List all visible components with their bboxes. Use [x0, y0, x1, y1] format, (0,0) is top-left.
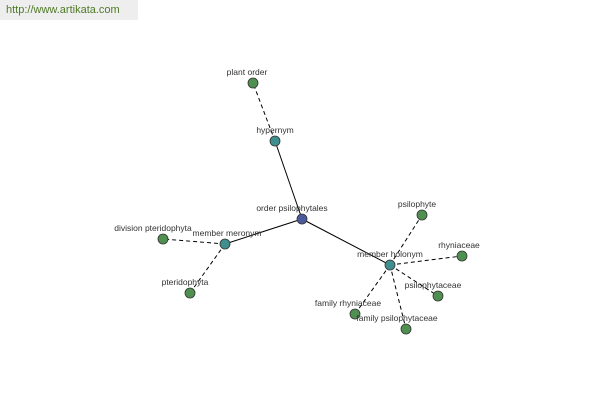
edge-hypernym-to-plant-order — [252, 82, 276, 142]
node-pteridophyta[interactable] — [184, 287, 196, 299]
edge-holonym-to-family-rhyniaceae — [354, 264, 391, 315]
labels-layer: order psilophytales hypernym member merony… — [114, 67, 480, 323]
edge-center-to-hypernym — [274, 140, 303, 220]
node-family-rhyniaceae[interactable] — [349, 308, 361, 320]
edge-center-to-holonym — [301, 218, 391, 266]
node-label-division-pteridophyta: division pteridophyta — [114, 223, 192, 233]
node-holonym[interactable] — [384, 259, 396, 271]
node-label-family-rhyniaceae: family rhyniaceae — [315, 298, 381, 308]
edge-holonym-to-psilophyte — [389, 214, 423, 266]
node-psilophytaceae[interactable] — [432, 290, 444, 302]
node-label-meronym: member meronym — [193, 228, 262, 238]
node-psilophyte[interactable] — [416, 209, 428, 221]
node-label-family-psilophytaceae: family psilophytaceae — [356, 313, 438, 323]
watermark-url: http://www.artikata.com — [0, 0, 138, 20]
nodes-layer — [157, 77, 468, 335]
edge-holonym-to-psilophytaceae — [389, 264, 439, 297]
node-label-hypernym: hypernym — [256, 125, 293, 135]
node-hypernym[interactable] — [269, 135, 281, 147]
node-family-psilophytaceae[interactable] — [400, 323, 412, 335]
node-label-holonym: member holonym — [357, 249, 423, 259]
edges-layer — [162, 82, 463, 330]
edge-holonym-to-family-psilophytaceae — [389, 264, 407, 330]
node-label-psilophyte: psilophyte — [398, 199, 437, 209]
node-label-center: order psilophytales — [256, 203, 327, 213]
node-division-pteridophyta[interactable] — [157, 233, 169, 245]
node-label-pteridophyta: pteridophyta — [162, 277, 209, 287]
node-plant-order[interactable] — [247, 77, 259, 89]
node-label-plant-order: plant order — [227, 67, 268, 77]
node-center[interactable] — [296, 213, 308, 225]
edge-center-to-meronym — [224, 218, 303, 245]
node-meronym[interactable] — [219, 238, 231, 250]
node-label-psilophytaceae: psilophytaceae — [405, 280, 462, 290]
edge-meronym-to-pteridophyta — [189, 243, 226, 294]
edge-holonym-to-rhyniaceae — [389, 255, 463, 266]
edge-meronym-to-division-pteridophyta — [162, 238, 226, 245]
node-rhyniaceae[interactable] — [456, 250, 468, 262]
node-label-rhyniaceae: rhyniaceae — [438, 240, 480, 250]
